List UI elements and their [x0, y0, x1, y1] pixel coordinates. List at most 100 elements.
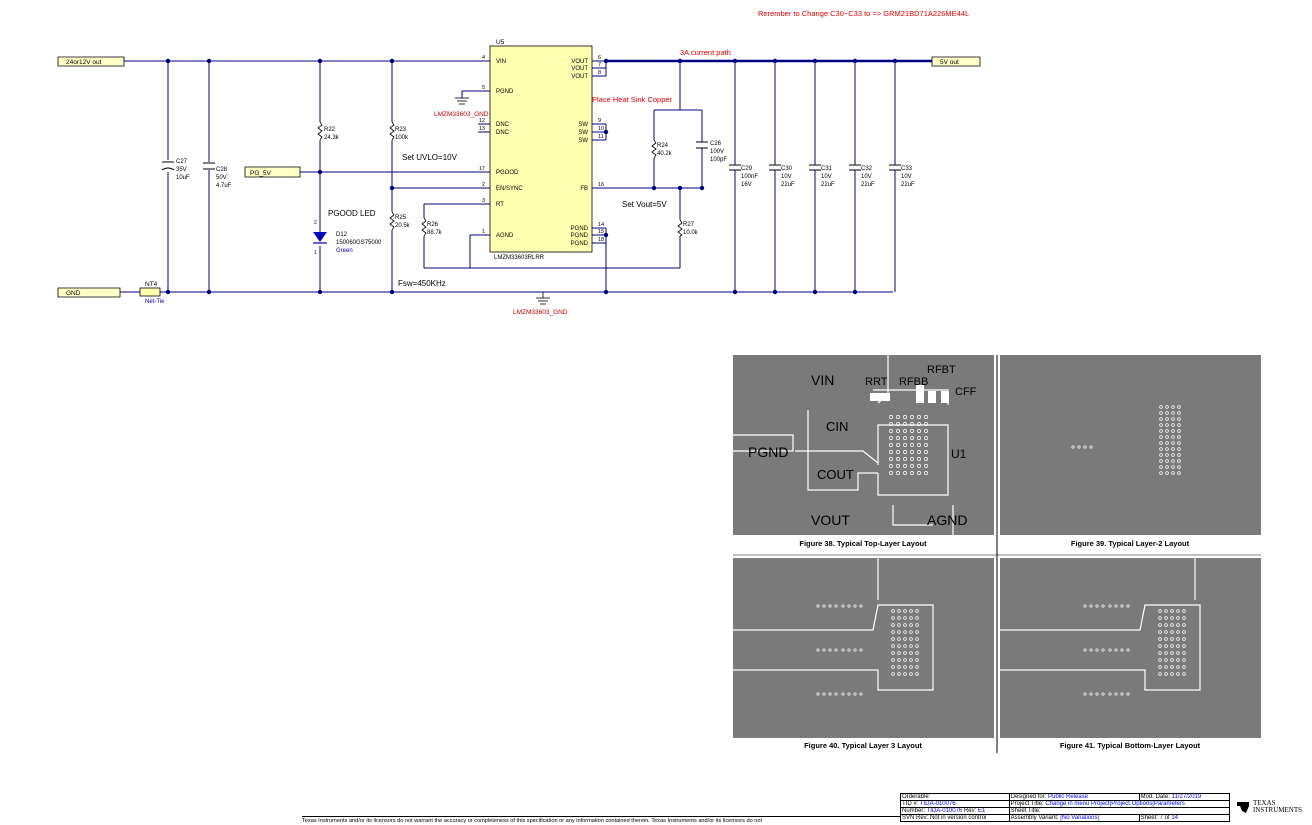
svg-text:24.3k: 24.3k [324, 135, 340, 141]
svg-text:C31: C31 [821, 166, 833, 172]
via [1170, 651, 1174, 655]
gnd-port: GND [57, 287, 121, 298]
via [915, 658, 919, 662]
svg-text:D12: D12 [336, 232, 348, 238]
svg-text:DNC: DNC [496, 122, 510, 128]
via [897, 623, 901, 627]
svg-text:Green: Green [336, 248, 353, 254]
via [1171, 465, 1175, 469]
svg-text:C32: C32 [861, 166, 873, 172]
via [909, 672, 913, 676]
top-layer-vias [889, 415, 928, 475]
via [1108, 604, 1112, 608]
via [903, 658, 907, 662]
wires [120, 60, 896, 293]
via [1095, 648, 1099, 652]
via [816, 648, 820, 652]
via [924, 429, 928, 433]
via [1126, 692, 1130, 696]
via [891, 637, 895, 641]
via [1177, 435, 1181, 439]
svg-text:20.5k: 20.5k [395, 223, 411, 229]
via [1176, 672, 1180, 676]
svg-text:24or12V out: 24or12V out [66, 59, 102, 66]
via [909, 623, 913, 627]
ic-pin-9: 9SW [578, 118, 601, 128]
svg-text:10.0k: 10.0k [683, 230, 699, 236]
top-label-pgnd: PGND [748, 444, 788, 460]
via [1158, 637, 1162, 641]
via [1159, 471, 1163, 475]
svg-text:R23: R23 [395, 127, 407, 133]
via [1171, 471, 1175, 475]
via [896, 422, 900, 426]
caption-fig39: Figure 39. Typical Layer-2 Layout [1071, 539, 1190, 548]
via [1165, 447, 1169, 451]
svg-text:10V: 10V [901, 174, 912, 180]
via [903, 616, 907, 620]
via [1182, 665, 1186, 669]
via [847, 604, 851, 608]
via [903, 471, 907, 475]
via [1159, 423, 1163, 427]
svg-text:C26: C26 [710, 141, 722, 147]
svg-text:SW: SW [578, 130, 588, 136]
via [896, 471, 900, 475]
via [1182, 609, 1186, 613]
bottom-vias [1083, 604, 1186, 696]
caption-fig38: Figure 38. Typical Top-Layer Layout [799, 539, 927, 548]
via [896, 436, 900, 440]
via [1165, 471, 1169, 475]
via [897, 658, 901, 662]
via [816, 604, 820, 608]
svg-text:C30: C30 [781, 166, 793, 172]
svg-text:R25: R25 [395, 215, 407, 221]
via [1101, 604, 1105, 608]
via [1176, 623, 1180, 627]
svg-text:16V: 16V [741, 182, 752, 188]
via [1165, 429, 1169, 433]
via [1158, 651, 1162, 655]
pg-port: PG_5V [244, 166, 301, 178]
svg-text:15: 15 [598, 229, 604, 235]
reminder-note: Rerember to Change C30~C33 to => GRM21BD… [758, 9, 969, 18]
via [917, 422, 921, 426]
via [1158, 658, 1162, 662]
via [1176, 665, 1180, 669]
via [1182, 672, 1186, 676]
layer3-vias [816, 604, 919, 696]
svg-text:2: 2 [482, 182, 485, 188]
svg-text:EN/SYNC: EN/SYNC [496, 186, 523, 192]
via [1158, 644, 1162, 648]
via [910, 415, 914, 419]
svg-text:PGOOD: PGOOD [496, 170, 519, 176]
via [1164, 658, 1168, 662]
svg-text:R24: R24 [657, 143, 669, 149]
via [1177, 453, 1181, 457]
panel-layer2 [1000, 355, 1261, 535]
svg-text:PGND: PGND [571, 233, 589, 239]
svg-text:50V: 50V [216, 175, 227, 181]
via [910, 450, 914, 454]
via [1158, 672, 1162, 676]
svg-text:VOUT: VOUT [571, 66, 588, 72]
via [1158, 665, 1162, 669]
via [915, 672, 919, 676]
via [1164, 623, 1168, 627]
via [1164, 665, 1168, 669]
fsw-note: Fsw=450KHz [398, 279, 446, 288]
via [924, 422, 928, 426]
via [1176, 637, 1180, 641]
current-path-note: 3A current path [680, 48, 731, 57]
via [897, 616, 901, 620]
panel-top-layer [733, 355, 994, 535]
via [1108, 692, 1112, 696]
via [889, 429, 893, 433]
via [917, 429, 921, 433]
svg-text:PGND: PGND [571, 241, 589, 247]
via [834, 648, 838, 652]
via [903, 429, 907, 433]
